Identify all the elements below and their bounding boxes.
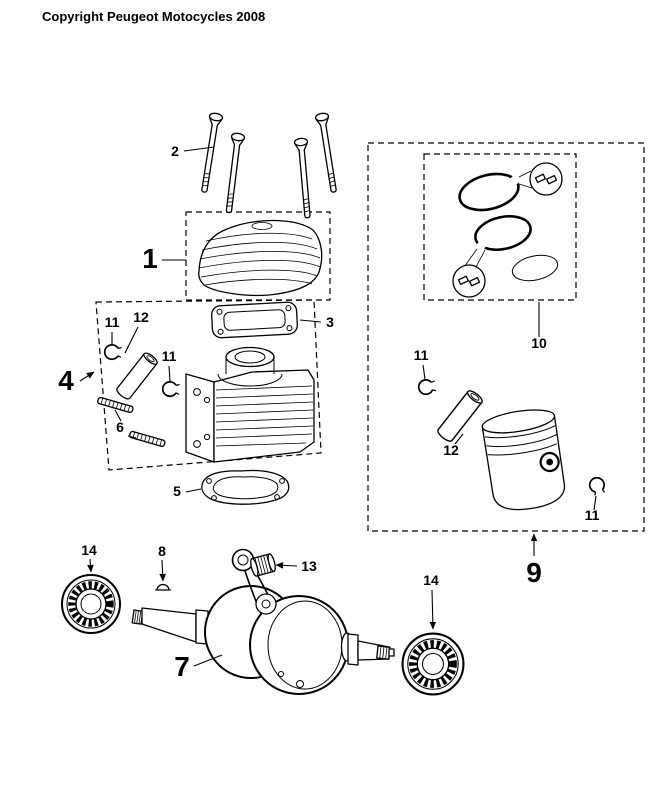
leader-14b: [429, 589, 437, 630]
leader-2: [183, 146, 215, 152]
leader-12b: [454, 433, 464, 445]
crankshaft-bearing: [403, 634, 464, 695]
ring-gap-magnifier: [452, 264, 486, 298]
part-label-14: 14: [423, 572, 439, 588]
leader-8: [159, 559, 166, 582]
needle-bearing: [250, 553, 276, 577]
leader-4: [79, 371, 95, 382]
ring-gap-magnifier: [529, 162, 563, 196]
leader-14a: [87, 558, 94, 573]
retainer-clip: [155, 583, 171, 591]
leader-11b: [168, 365, 171, 382]
head-gasket: [211, 301, 298, 339]
part-label-1: 1: [142, 243, 158, 274]
part-label-11: 11: [414, 347, 429, 363]
part-label-6: 6: [116, 419, 124, 435]
part-label-9: 9: [526, 557, 542, 588]
part-label-11: 11: [105, 314, 120, 330]
leader-11c: [422, 364, 426, 380]
part-label-13: 13: [301, 558, 317, 574]
base-gasket: [201, 469, 290, 505]
piston-pin: [435, 388, 485, 444]
head-studs: [197, 111, 341, 219]
crankshaft-bearing: [62, 575, 120, 633]
circlip: [588, 476, 606, 497]
cylinder-head: [198, 219, 323, 297]
part-label-12: 12: [443, 442, 459, 458]
leader-7: [193, 654, 223, 667]
piston: [481, 409, 565, 511]
piston-ring-set: [452, 162, 563, 298]
leader-13: [275, 562, 298, 569]
leader-11d: [593, 495, 597, 511]
piston-pin: [114, 350, 160, 402]
part-label-11: 11: [585, 507, 600, 523]
copyright-text: Copyright Peugeot Motocycles 2008: [42, 9, 265, 24]
cylinder-stud: [128, 430, 167, 448]
part-label-3: 3: [326, 314, 334, 330]
part-label-5: 5: [173, 483, 181, 499]
leader-6: [114, 409, 137, 439]
group-box-9: [367, 142, 645, 532]
circlip: [159, 378, 184, 401]
part-label-11: 11: [162, 348, 177, 364]
group-box-10: [423, 153, 577, 301]
leader-12a: [124, 326, 139, 354]
leader-3: [299, 319, 322, 323]
part-label-2: 2: [171, 143, 179, 159]
group-box-4: [95, 299, 322, 471]
part-label-10: 10: [531, 335, 547, 351]
leader-5: [185, 488, 202, 493]
crankshaft: [131, 548, 395, 695]
part-label-12: 12: [133, 309, 149, 325]
circlip: [416, 377, 439, 397]
part-label-8: 8: [158, 543, 166, 559]
leader-lines: [79, 146, 597, 667]
circlip: [101, 341, 126, 364]
cylinder-block: [185, 346, 315, 463]
part-label-4: 4: [58, 365, 74, 396]
part-label-7: 7: [174, 651, 190, 682]
part-label-14: 14: [81, 542, 97, 558]
